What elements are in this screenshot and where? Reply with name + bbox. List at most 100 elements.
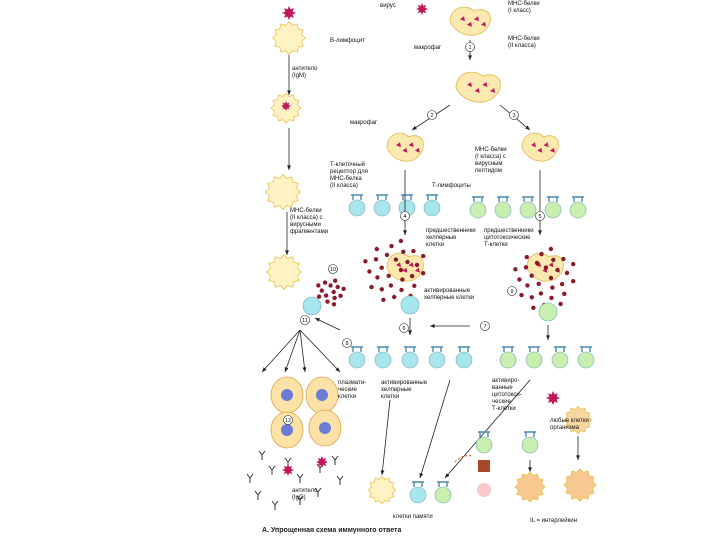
macrophage-processing	[455, 71, 501, 103]
viral-fragment	[548, 262, 554, 268]
t-cell-receptor	[547, 196, 559, 202]
arrow-head	[468, 55, 472, 60]
interleukin-particle	[363, 259, 368, 264]
arrow-head	[430, 324, 435, 328]
interleukin-particle	[401, 249, 406, 254]
interleukin-particle	[561, 256, 566, 262]
t-cell-receptor	[404, 346, 416, 352]
step-marker	[507, 286, 517, 296]
viral-fragment	[467, 82, 472, 87]
helper-clone-cell	[455, 351, 473, 369]
interleukin-particle	[564, 270, 570, 276]
t-cell-receptor	[572, 196, 584, 202]
viral-fragment	[490, 88, 496, 93]
label-antibody-igg: антитело (IgG)	[292, 488, 318, 501]
arrow-head	[412, 125, 417, 130]
interleukin-particle	[421, 271, 426, 276]
flow-arrow	[284, 329, 301, 373]
interleukin-particle	[571, 279, 576, 284]
t-cell-receptor	[478, 431, 490, 437]
cytotoxic-clone-cell	[577, 351, 595, 369]
interleukin-particle	[325, 299, 330, 304]
interleukin-particle	[571, 261, 576, 267]
step-marker	[427, 110, 437, 120]
granzyme-trail	[454, 455, 474, 463]
step-marker	[535, 211, 545, 221]
interleukin-particle	[531, 305, 536, 310]
step-marker	[480, 321, 490, 331]
interleukin-particle	[548, 246, 554, 252]
interleukin-particle	[400, 277, 405, 282]
step-marker	[342, 338, 352, 348]
t-cell-receptor	[522, 196, 534, 202]
lysing-target-cell	[514, 471, 546, 503]
t-cell-receptor	[437, 481, 449, 487]
interleukin-particle	[562, 291, 567, 296]
flow-arrow	[419, 379, 451, 479]
step-number: 4	[403, 214, 406, 220]
antibody-icon	[254, 490, 262, 500]
interleukin-particle	[335, 284, 340, 290]
label-activated-helper-2: активированные хелперные клетки	[381, 380, 428, 400]
interleukin-particle	[550, 285, 555, 290]
t-cell-receptor	[580, 346, 592, 352]
helper-clone-cell	[428, 351, 446, 369]
arrow-head	[445, 473, 450, 478]
interleukin-particle	[558, 301, 563, 307]
interleukin-particle	[529, 273, 534, 278]
cytotoxic-precursor-cell	[469, 201, 487, 219]
label-activated-helper: активированные хелперные клетки	[424, 288, 475, 301]
viral-fragment	[531, 142, 536, 148]
step-number: 10	[330, 267, 336, 273]
label-macrophage-top: макрофаг	[414, 45, 442, 51]
label-infected-cells: любые клетки организма	[550, 418, 589, 431]
interleukin-particle	[386, 273, 391, 278]
t-cell-receptor	[351, 346, 363, 352]
interleukin-particle	[548, 275, 554, 281]
interleukin-particle	[412, 283, 417, 288]
interleukin-particle	[333, 278, 338, 283]
figure-caption: А. Упрощенная схема иммунного ответа	[262, 527, 402, 534]
step-marker	[399, 323, 409, 333]
cytotoxic-precursor-cell	[569, 201, 587, 219]
perforin-complex	[478, 460, 490, 472]
killer-t-cell	[521, 436, 539, 454]
step-number: 11	[302, 318, 308, 324]
interleukin-particle	[379, 287, 384, 292]
interleukin-particle	[328, 283, 333, 288]
arrow-head	[419, 473, 424, 478]
viral-fragment	[396, 142, 401, 148]
viral-fragment	[402, 147, 408, 153]
helper-clone-cell	[374, 351, 392, 369]
label-precursor-cytotoxic: предшественники цитотоксические Т-клетки	[484, 228, 534, 248]
label-t-lymphocytes: Т-лимфоциты	[432, 183, 471, 189]
step-marker	[465, 42, 475, 52]
interleukin-particle	[538, 291, 544, 296]
t-cell-receptor	[502, 346, 514, 352]
interleukin-particle	[374, 246, 379, 252]
b-lymphocyte-presenting	[265, 253, 303, 291]
antibody-icon	[331, 455, 339, 465]
interleukin-particle	[398, 267, 404, 273]
t-cell-receptor	[524, 431, 536, 437]
interleukin-particle	[513, 267, 518, 272]
interleukin-particle	[399, 287, 404, 293]
interleukin-particle	[341, 286, 346, 291]
label-plasma-cells: плазмати- ческие клетки	[338, 380, 367, 400]
dying-target-cell	[563, 468, 597, 502]
viral-fragment	[474, 88, 480, 93]
interleukin-particle	[411, 248, 416, 254]
label-t-cell-receptor: Т-клеточный рецептор для МНС-белка (II к…	[330, 162, 368, 189]
step-marker	[400, 211, 410, 221]
flow-arrow	[261, 329, 301, 373]
helper-precursor-cell	[373, 199, 391, 217]
interleukin-particle	[525, 283, 530, 288]
interleukin-particle	[369, 284, 374, 290]
t-cell-receptor	[426, 194, 438, 200]
viral-fragment	[536, 262, 541, 268]
antibody-icon	[271, 500, 279, 510]
interleukin-particle	[536, 281, 541, 286]
t-cell-receptor	[377, 346, 389, 352]
interleukin-particle	[392, 294, 397, 300]
